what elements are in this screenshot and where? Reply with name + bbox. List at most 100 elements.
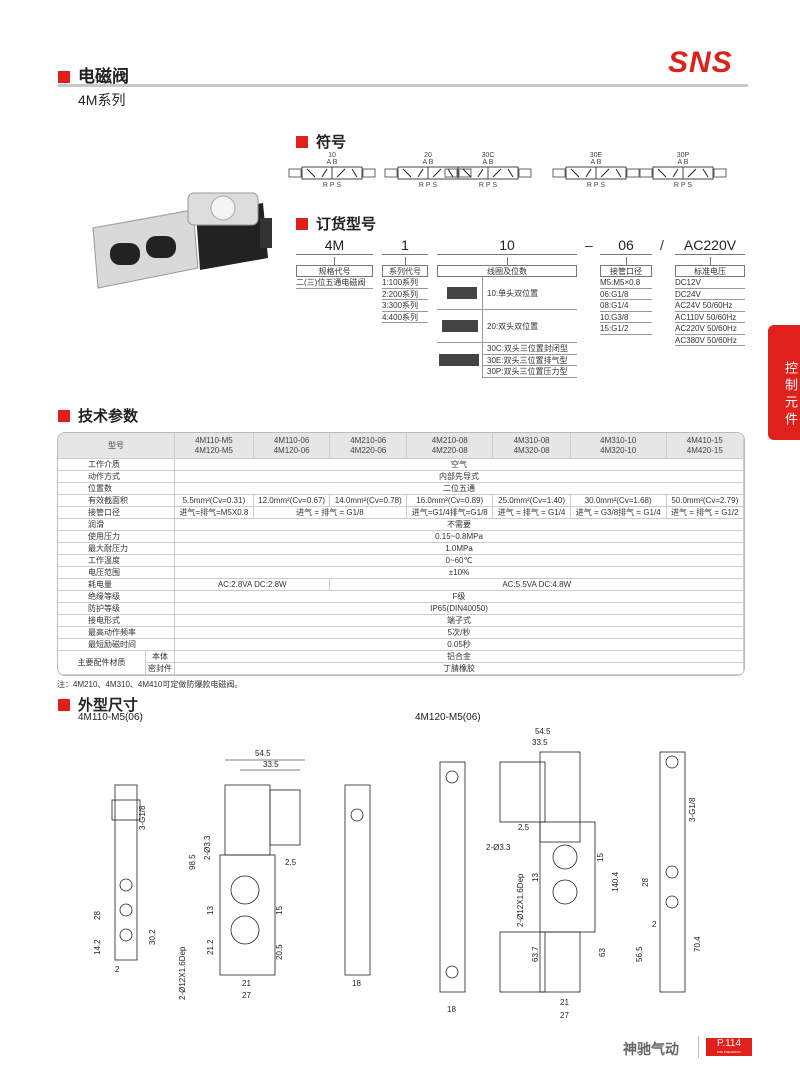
code-dash: –: [585, 237, 593, 253]
row-label: 动作方式: [58, 471, 175, 483]
row-value: AC:2.8VA DC:2.8W: [175, 579, 331, 591]
row-sublabel: 密封件: [146, 663, 175, 675]
dim-label: 21: [560, 998, 569, 1007]
table-row: 润滑不需要: [58, 519, 744, 531]
dim-label: 2-Ø12X1.6Dep: [516, 873, 525, 927]
symbol-ports-top: A B: [326, 159, 338, 166]
header-label: 型号: [58, 433, 175, 459]
right-model-label: 4M120-M5(06): [415, 712, 481, 723]
connector-line: [334, 257, 335, 265]
symbol-code: 30E: [589, 152, 603, 159]
row-value: 空气: [175, 459, 744, 471]
row-value: 14.0mm²(Cv=0.78): [330, 495, 408, 507]
symbol-code: 20: [424, 152, 432, 159]
valve-symbol-icon: [444, 166, 532, 180]
coil-option: 20:双头双位置: [482, 310, 538, 343]
row-value: 0~60℃: [175, 555, 744, 567]
row-value: 丁腈橡胶: [175, 663, 744, 675]
dim-label: 2.5: [285, 858, 297, 867]
port-option: 08:G1/4: [600, 300, 652, 312]
section-marker-icon: [58, 410, 70, 422]
tech-title: 技术参数: [58, 405, 138, 426]
side-tab[interactable]: 控制元件: [768, 325, 800, 440]
port-option: 10:G3/8: [600, 312, 652, 323]
row-label: 位置数: [58, 483, 175, 495]
code-spec: 4M: [296, 237, 373, 255]
title-text: 电磁阀: [78, 67, 129, 86]
connector-line: [710, 257, 711, 265]
model-name: 4M310-08: [513, 435, 550, 445]
dim-label: 2-Ø12X1.6Dep: [178, 946, 187, 1000]
dim-label: 18: [447, 1005, 456, 1014]
dim-label: 3-G1/8: [138, 805, 147, 830]
model-name: 4M120-06: [273, 445, 310, 455]
port-column: 接管口径 M5:M5×0.8 06:G1/8 08:G1/4 10:G3/8 1…: [600, 265, 652, 335]
row-label: 工作温度: [58, 555, 175, 567]
series-option: 2:200系列: [382, 289, 428, 300]
dim-label: 2-Ø3.3: [203, 835, 212, 860]
row-value: 二位五通: [175, 483, 744, 495]
row-value: 5次/秒: [175, 627, 744, 639]
code-slash: /: [660, 237, 664, 253]
spec-column: 规格代号 二(三)位五通电磁阀: [296, 265, 373, 289]
row-label: 最短励磁时间: [58, 639, 175, 651]
dimensions-title-text: 外型尺寸: [78, 697, 139, 714]
right-dimension-drawing: 54.5 33.5 2.5 2-Ø3.3 2-Ø12X1.6Dep 13 15 …: [439, 727, 702, 1020]
row-value: 不需要: [175, 519, 744, 531]
row-value: 50.0mm²(Cv=2.79): [666, 495, 744, 507]
tech-title-text: 技术参数: [78, 408, 139, 425]
port-option: 15:G1/2: [600, 323, 652, 335]
model-name: 4M220-08: [431, 445, 468, 455]
symbol-ports-top: A B: [422, 159, 434, 166]
row-value: 铝合金: [175, 651, 744, 663]
row-label: 有效截面积: [58, 495, 175, 507]
code-port: 06: [600, 237, 652, 255]
dim-label: 54.5: [255, 749, 271, 758]
header-divider: [58, 84, 748, 87]
row-label: 电压范围: [58, 567, 175, 579]
dim-label: 33.5: [263, 760, 279, 769]
section-marker-icon: [296, 136, 308, 148]
row-value: 25.0mm²(Cv=1.40): [493, 495, 571, 507]
model-name: 4M320-10: [600, 445, 637, 455]
symbols-title-text: 符号: [316, 134, 347, 151]
voltage-option: AC220V 50/60Hz: [675, 323, 745, 335]
port-option: 06:G1/8: [600, 289, 652, 300]
valve-symbol-icon: [552, 166, 640, 180]
dim-label: 2-Ø3.3: [486, 843, 511, 852]
series-option: 4:400系列: [382, 312, 428, 323]
footnote: 注：4M210、4M310、4M410可定做防爆款电磁阀。: [57, 680, 243, 689]
dim-label: 27: [560, 1011, 569, 1020]
row-value: 5.5mm²(Cv=0.31): [175, 495, 254, 507]
model-name: 4M110-M5: [195, 435, 233, 445]
symbol-ports-top: A B: [482, 159, 494, 166]
row-label: 润滑: [58, 519, 175, 531]
dim-label: 15: [596, 853, 605, 862]
dim-label: 2: [652, 920, 657, 929]
dim-label: 14.2: [93, 939, 102, 955]
row-label: 耗电量: [58, 579, 175, 591]
coil-row-30: 30C:双头三位置封闭型 30E:双头三位置排气型 30P:双头三位置压力型: [437, 343, 577, 378]
symbol-code: 30P: [676, 152, 690, 159]
dim-label: 56.5: [635, 946, 644, 962]
brand-logo: SNS: [668, 46, 733, 79]
model-name: 4M410-15: [686, 435, 723, 445]
symbol-code: 10: [328, 152, 336, 159]
series-option: 3:300系列: [382, 300, 428, 312]
row-label: 最大耐压力: [58, 543, 175, 555]
voltage-option: DC24V: [675, 289, 745, 300]
symbol-code: 30C: [481, 152, 495, 159]
symbol-ports-bottom: R P S: [673, 182, 693, 189]
symbol-ports-bottom: R P S: [478, 182, 498, 189]
row-value: 进气 = G3/8排气 = G1/4: [570, 507, 667, 519]
coil-option: 10:单头双位置: [482, 277, 538, 310]
